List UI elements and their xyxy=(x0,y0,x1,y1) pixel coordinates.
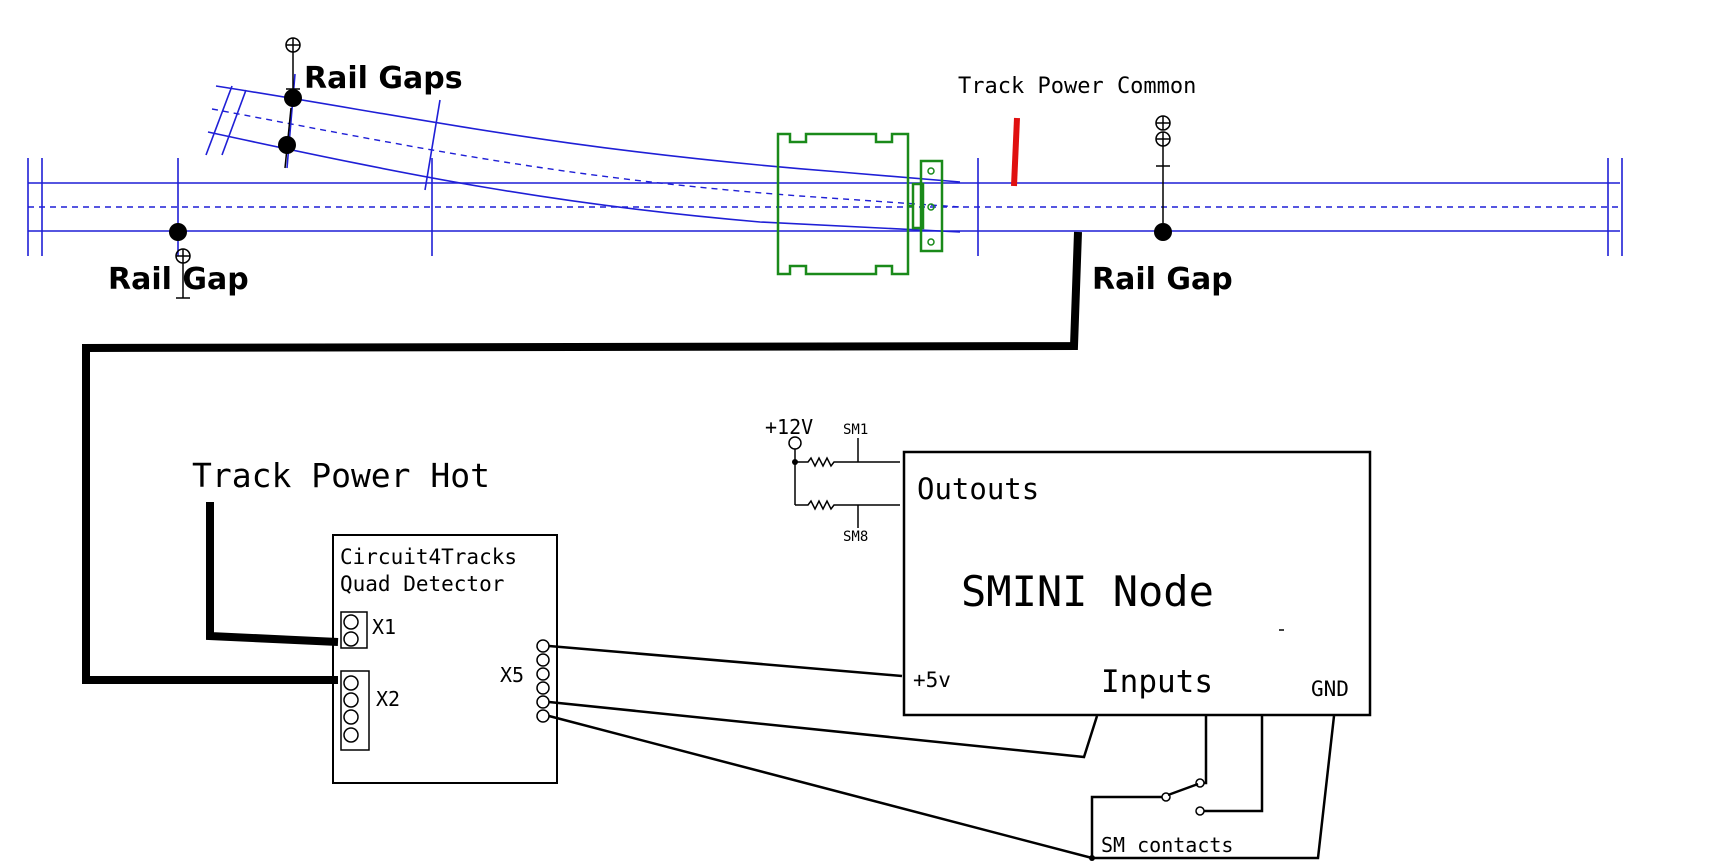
detector-title-line1: Circuit4Tracks xyxy=(340,545,517,569)
sm1-label: SM1 xyxy=(843,422,868,438)
x2-label: X2 xyxy=(376,687,400,711)
diverging-rail-top xyxy=(215,85,961,183)
smini-node-board xyxy=(902,450,1372,717)
inputs-label: Inputs xyxy=(1101,664,1213,700)
outputs-label: Outouts xyxy=(917,472,1039,506)
x5-pins xyxy=(536,639,550,723)
sm-contacts-common-wire xyxy=(1090,795,1162,858)
rail-gap-left-label: Rail Gap xyxy=(108,262,249,297)
switch-motor-body xyxy=(776,132,910,276)
rail-gap-markers: Rail Gaps Rail Gap Rail Gap xyxy=(108,37,1233,299)
diverging-rail-bottom xyxy=(207,131,961,233)
track-power-hot-wire xyxy=(206,502,339,646)
plus5v-label: +5v xyxy=(913,668,951,692)
sm-contact-blade xyxy=(1167,782,1199,797)
smini-node-label: SMINI Node xyxy=(961,567,1214,616)
block-feeder-wire xyxy=(82,231,1082,684)
track-power-common-label: Track Power Common xyxy=(958,74,1196,99)
rail-gaps-label: Rail Gaps xyxy=(304,61,463,96)
switch-motor-linkage xyxy=(919,159,944,253)
detector-title-line2: Quad Detector xyxy=(340,572,504,596)
track-power-hot-label: Track Power Hot xyxy=(192,456,490,495)
diverging-tie-1 xyxy=(205,85,233,156)
rail-gap-dot-diverging-top xyxy=(284,89,302,107)
diverging-centerline xyxy=(211,108,961,208)
x1-label: X1 xyxy=(372,615,396,639)
sm-contact-to-input-wire-2 xyxy=(1204,716,1264,813)
rail-gap-dot-right xyxy=(1154,223,1172,241)
sm-contact-to-input-wire xyxy=(1204,716,1208,785)
track-layout xyxy=(27,73,1623,256)
smini-node: Outouts SMINI Node +5v Inputs GND xyxy=(902,450,1372,717)
diverging-tie-2 xyxy=(221,89,247,156)
switch-motor xyxy=(776,132,944,276)
sm-contact-reverse xyxy=(1195,806,1205,816)
x5-to-plus5v-wire xyxy=(548,644,903,678)
signal-wiring: SM contacts xyxy=(548,644,1336,861)
output-resistor-network: +12V SM1 SM8 xyxy=(765,415,900,545)
terminal-symbol-left xyxy=(175,248,191,299)
diverging-tie-3 xyxy=(424,99,441,191)
sm-contacts-label: SM contacts xyxy=(1101,833,1233,857)
sm8-resistor xyxy=(795,499,900,511)
x5-to-gnd-wire xyxy=(548,714,1336,860)
quad-detector: Circuit4Tracks Quad Detector X1 X2 X5 xyxy=(332,534,558,784)
gnd-label: GND xyxy=(1311,677,1349,701)
terminal-symbol-right xyxy=(1155,115,1171,223)
x5-to-input-wire xyxy=(548,700,1099,759)
sm8-label: SM8 xyxy=(843,529,868,545)
x2-connector xyxy=(340,670,370,751)
sm1-resistor xyxy=(795,456,900,468)
x1-connector xyxy=(340,611,368,649)
rail-gap-right-label: Rail Gap xyxy=(1092,262,1233,297)
x5-label: X5 xyxy=(500,663,524,687)
gap-connector xyxy=(284,107,292,169)
rail-gap-dot-left xyxy=(169,223,187,241)
track-power-common-marker xyxy=(1011,117,1020,187)
plus12v-label: +12V xyxy=(765,415,813,439)
quad-detector-board xyxy=(332,534,558,784)
terminal-symbol-top xyxy=(285,37,301,90)
